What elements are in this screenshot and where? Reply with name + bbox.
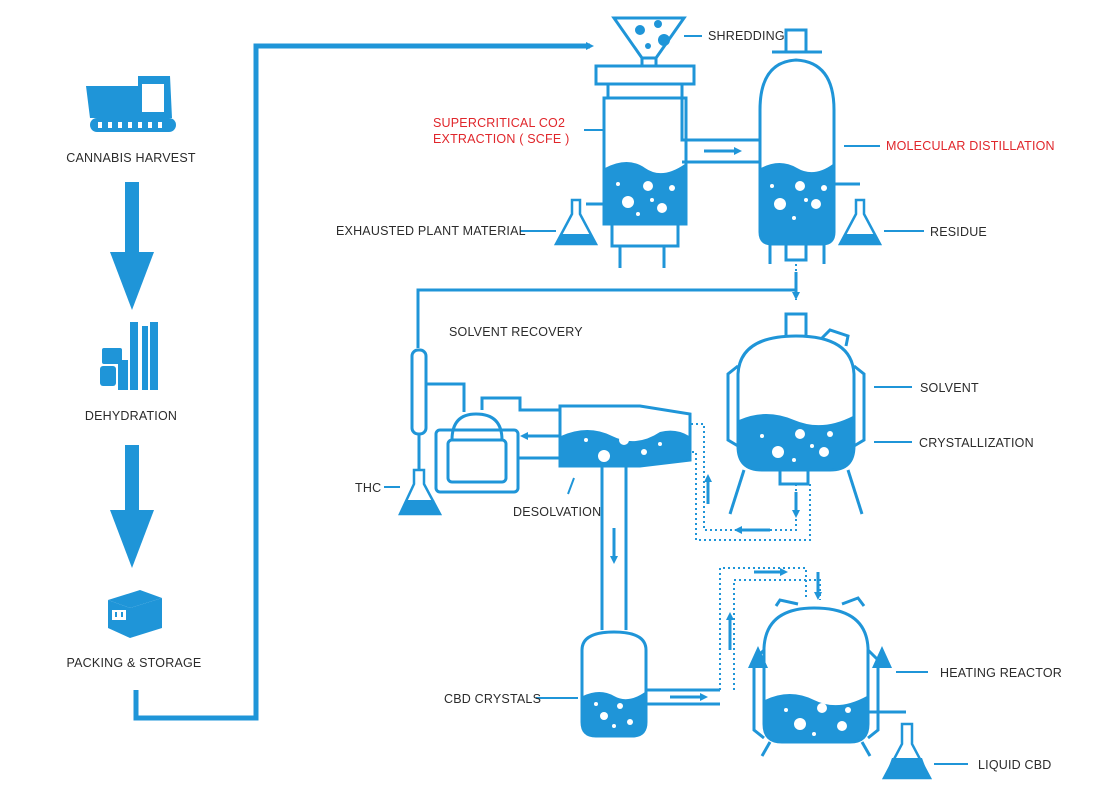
solvent-recovery-label: SOLVENT RECOVERY bbox=[449, 325, 583, 339]
dehydration-down-arrow bbox=[110, 445, 154, 568]
reactor-bubbles bbox=[784, 703, 851, 736]
desolvation-label: DESOLVATION bbox=[513, 505, 602, 519]
scfe-vessel bbox=[586, 64, 696, 268]
liquid-cbd-label: LIQUID CBD bbox=[978, 758, 1052, 772]
main-feed-line bbox=[133, 42, 594, 721]
exhausted-plant-label: EXHAUSTED PLANT MATERIAL bbox=[336, 224, 526, 238]
molecular-distillation-label: MOLECULAR DISTILLATION bbox=[886, 139, 1055, 153]
molecular-distillation-vessel bbox=[758, 28, 860, 264]
residue-flask-icon bbox=[837, 198, 883, 246]
liquid-cbd-flask-icon bbox=[881, 722, 933, 780]
scfe-label-line2: EXTRACTION ( SCFE ) bbox=[433, 132, 570, 146]
scfe-label-line1: SUPERCRITICAL CO2 bbox=[433, 116, 566, 130]
solvent-label: SOLVENT bbox=[920, 381, 979, 395]
cbd-crystals-label: CBD CRYSTALS bbox=[444, 692, 542, 706]
funnel-icon bbox=[611, 16, 687, 92]
desolvation-bubbles bbox=[584, 426, 662, 462]
shredding-label: SHREDDING bbox=[708, 29, 785, 43]
flask-icon bbox=[553, 198, 599, 246]
solvent-recovery-apparatus bbox=[410, 348, 560, 494]
excavator-icon bbox=[86, 76, 176, 132]
crystallization-label: CRYSTALLIZATION bbox=[919, 436, 1034, 450]
dehydrator-icon bbox=[100, 322, 158, 390]
cbd-bubbles bbox=[594, 702, 633, 728]
step-packing-label: PACKING & STORAGE bbox=[66, 656, 202, 670]
heating-reactor-label: HEATING REACTOR bbox=[940, 666, 1062, 680]
solvent-recovery-line bbox=[416, 288, 796, 348]
heating-reactor-vessel bbox=[752, 596, 906, 757]
package-box-icon bbox=[108, 590, 162, 638]
step-dehydration-label: DEHYDRATION bbox=[84, 409, 178, 423]
scfe-bubbles bbox=[616, 181, 675, 216]
crystallization-bubbles bbox=[760, 429, 833, 462]
thc-label: THC bbox=[355, 481, 382, 495]
molecular-bubbles bbox=[770, 181, 827, 220]
thc-flask-icon bbox=[398, 468, 443, 516]
cbd-crystals-vessel bbox=[580, 630, 720, 738]
step-harvest-label: CANNABIS HARVEST bbox=[66, 151, 196, 165]
harvest-down-arrow bbox=[110, 182, 154, 310]
residue-label: RESIDUE bbox=[930, 225, 987, 239]
